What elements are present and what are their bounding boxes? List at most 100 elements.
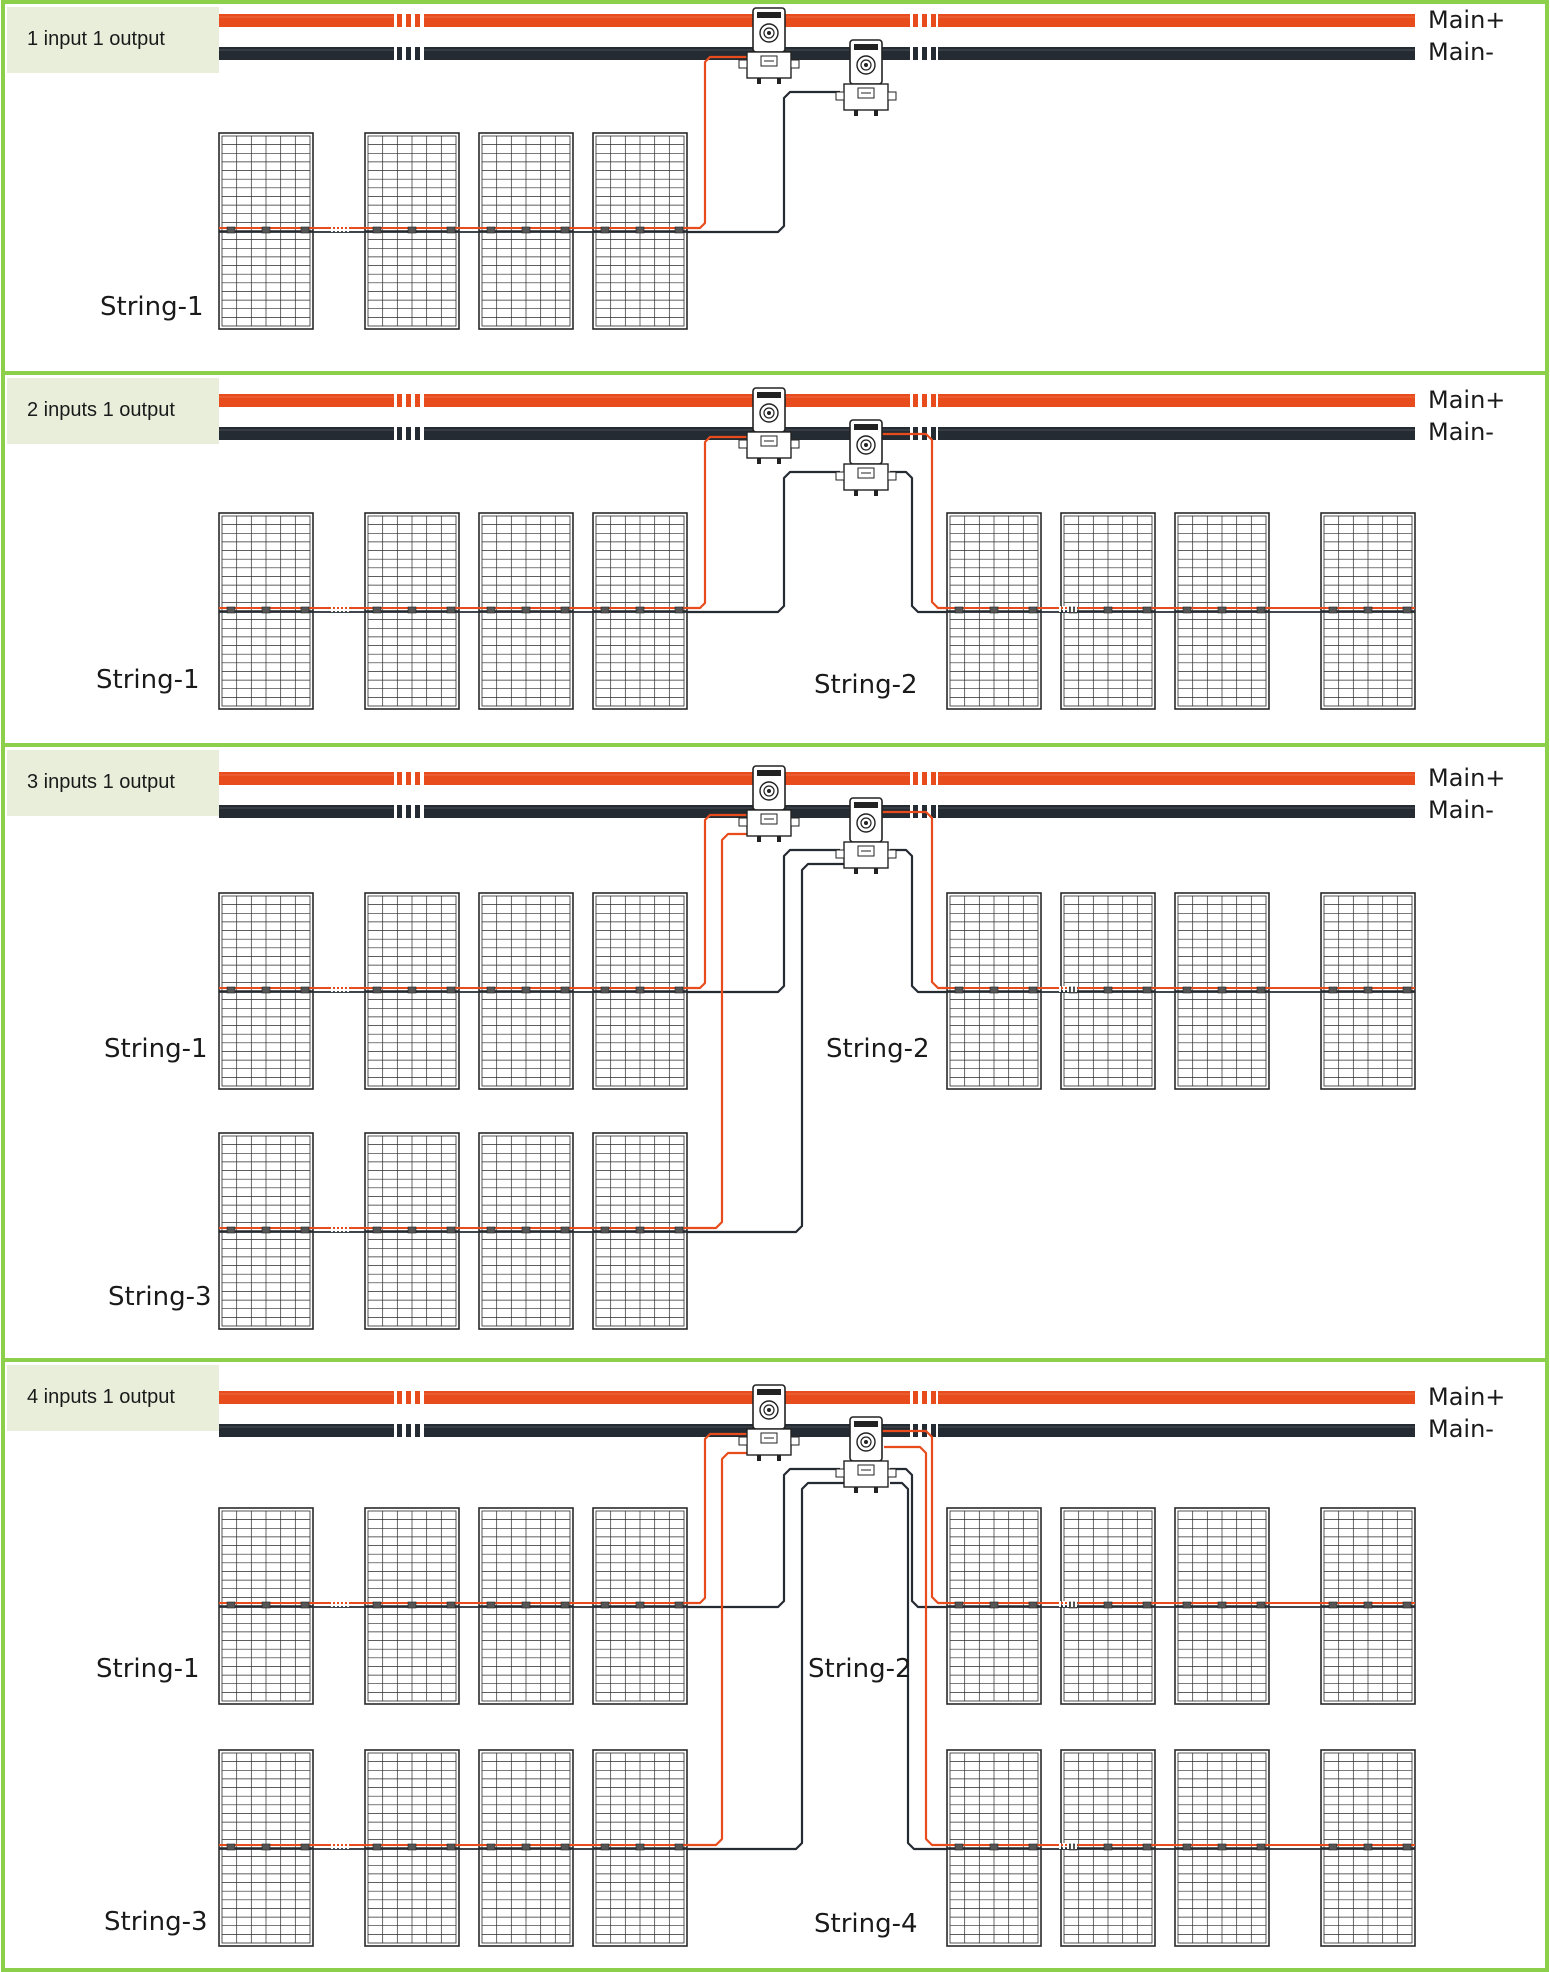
main-negative-bus (219, 1422, 1415, 1439)
section-title: 4 inputs 1 output (27, 1386, 175, 1408)
panel-connector (486, 1843, 496, 1851)
main-positive-label: Main+ (1428, 764, 1505, 792)
panel-connector (600, 1226, 610, 1234)
panel-connector (372, 1843, 382, 1851)
string-2-positive-lead (880, 810, 947, 990)
panel-connector (1028, 986, 1038, 994)
panel-connector (1028, 606, 1038, 614)
branch-connector-icon (738, 1384, 800, 1461)
branch-connector-icon (835, 1416, 897, 1493)
panel-connector (446, 1601, 456, 1609)
panel-connector (989, 1843, 999, 1851)
panel-connector (560, 1226, 570, 1234)
panel-connector (407, 1601, 417, 1609)
panel-connector (261, 1601, 271, 1609)
panel-connector (1103, 606, 1113, 614)
panel-connector (635, 986, 645, 994)
string-1-label: String-1 (96, 1654, 200, 1684)
panel-connector (560, 986, 570, 994)
string-2-positive-lead (880, 432, 947, 610)
string-2-panels (946, 892, 1416, 1090)
section-frame (1, 1358, 1549, 1972)
panel-connector (1402, 606, 1412, 614)
panel-connector (989, 1601, 999, 1609)
branch-connector-icon (835, 419, 897, 496)
panel-connector (954, 1601, 964, 1609)
panel-connector (407, 606, 417, 614)
panel-connector (1402, 986, 1412, 994)
panel-connector (300, 986, 310, 994)
string-3-panels (218, 1132, 688, 1330)
string-1-label: String-1 (96, 665, 200, 695)
panel-connector (1256, 1843, 1266, 1851)
panel-connector (954, 986, 964, 994)
main-positive-bus (219, 1389, 1415, 1406)
panel-connector (486, 1226, 496, 1234)
panel-connector (600, 986, 610, 994)
panel-connector (1363, 1601, 1373, 1609)
panel-connector (300, 1843, 310, 1851)
panel-connector (600, 1843, 610, 1851)
panel-connector (226, 1843, 236, 1851)
string-1-label: String-1 (104, 1034, 208, 1064)
string-1-panels (218, 132, 688, 330)
panel-connector (635, 1843, 645, 1851)
section-title: 3 inputs 1 output (27, 771, 175, 793)
main-positive-label: Main+ (1428, 6, 1505, 34)
panel-connector (1182, 1843, 1192, 1851)
panel-connector (372, 986, 382, 994)
section-label-box (7, 750, 219, 816)
panel-connector (1328, 1601, 1338, 1609)
main-negative-label: Main- (1428, 1415, 1494, 1443)
panel-connector (1363, 986, 1373, 994)
string-1-positive-lead (687, 435, 752, 610)
string-3-positive-lead (687, 1451, 756, 1847)
string-1-negative-lead (687, 90, 840, 234)
panel-connector (1103, 1601, 1113, 1609)
panel-connector (226, 1226, 236, 1234)
string-2-negative-lead (890, 1467, 947, 1609)
main-positive-bus (219, 770, 1415, 787)
panel-connector (989, 606, 999, 614)
panel-connector (600, 606, 610, 614)
panel-connector (446, 1226, 456, 1234)
panel-connector (1142, 1843, 1152, 1851)
panel-connector (1328, 1843, 1338, 1851)
panel-connector (1142, 606, 1152, 614)
panel-connector (521, 226, 531, 234)
string-1-panels (218, 892, 688, 1090)
section-title: 2 inputs 1 output (27, 399, 175, 421)
panel-connector (1256, 1601, 1266, 1609)
panel-connector (1328, 606, 1338, 614)
panel-connector (1103, 1843, 1113, 1851)
main-negative-bus (219, 45, 1415, 62)
section-label-box (7, 1365, 219, 1431)
panel-connector (521, 986, 531, 994)
panel-connector (674, 1226, 684, 1234)
string-4-negative-lead (890, 1481, 947, 1851)
string-3-panels (218, 1749, 688, 1947)
main-negative-bus (219, 425, 1415, 442)
panel-connector (521, 1601, 531, 1609)
panel-connector (486, 226, 496, 234)
panel-connector (635, 606, 645, 614)
panel-connector (989, 986, 999, 994)
panel-connector (1182, 1601, 1192, 1609)
panel-connector (1182, 986, 1192, 994)
string-1-negative-lead (687, 470, 840, 614)
panel-connector (635, 1226, 645, 1234)
panel-connector (1142, 1601, 1152, 1609)
section-label-box (7, 378, 219, 444)
main-negative-label: Main- (1428, 38, 1494, 66)
panel-connector (446, 226, 456, 234)
panel-connector (1256, 606, 1266, 614)
string-1-label: String-1 (100, 292, 204, 322)
panel-connector (261, 986, 271, 994)
panel-connector (226, 226, 236, 234)
panel-connector (954, 606, 964, 614)
main-negative-label: Main- (1428, 796, 1494, 824)
panel-connector (372, 606, 382, 614)
